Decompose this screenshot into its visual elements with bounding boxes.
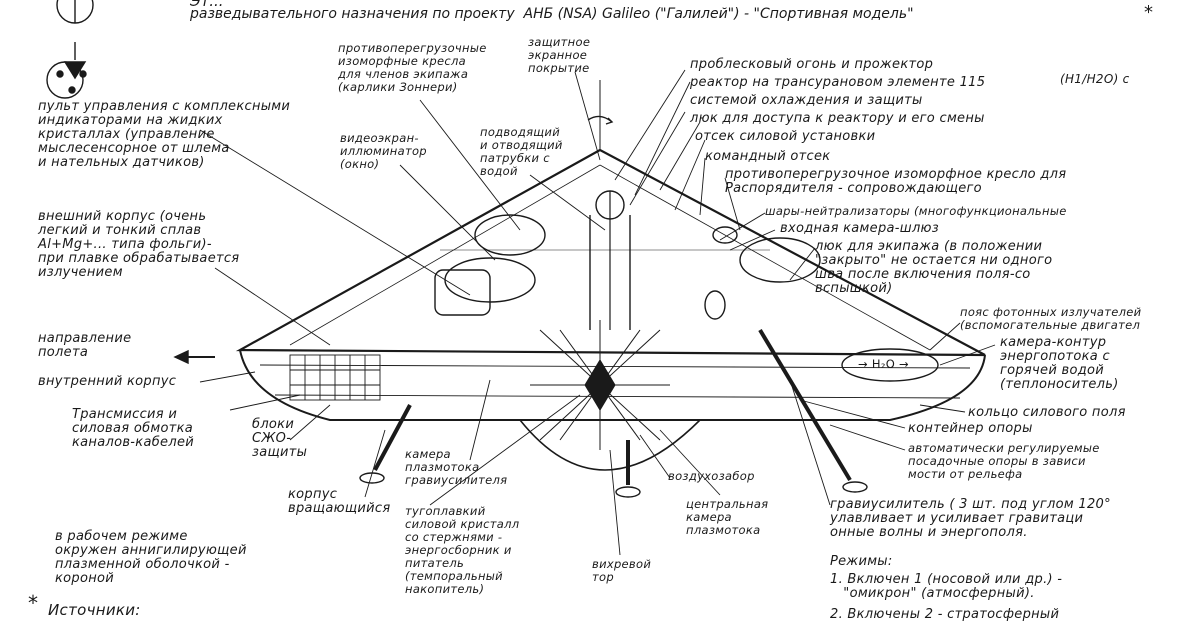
ufo-lower-disc <box>239 349 986 421</box>
header-line-2: разведывательного назначения по проекту … <box>190 6 914 22</box>
label-support-container: контейнер опоры <box>908 421 1033 436</box>
label-cooling: системой охлаждения и защиты <box>690 93 923 108</box>
label-strobe: проблесковый огонь и прожектор <box>690 57 934 72</box>
label-reactor-hatch: люк для доступа к реактору и его смены <box>690 111 985 126</box>
label-refractory-crystal: тугоплавкий силовой кристалл со стержням… <box>405 504 520 596</box>
flight-direction-arrow-icon <box>173 349 215 365</box>
label-power-compartment: отсек силовой установки <box>695 129 876 144</box>
ufo-bottom-dome <box>519 419 701 471</box>
label-h2o: → H₂O → <box>858 357 909 371</box>
label-sjo-blocks: блоки СЖО- защиты <box>252 417 308 460</box>
label-air-intake: воздухозабор <box>668 469 755 483</box>
label-inner-hull: внутренний корпус <box>38 374 177 389</box>
label-reactor: реактор на трансурановом элементе 115 <box>690 75 986 90</box>
label-central-plasma: центральная камера плазмотока <box>686 497 769 537</box>
landing-leg-right <box>758 328 868 493</box>
label-outer-hull: внешний корпус (очень легкий и тонкий сп… <box>38 209 240 280</box>
symbol-circle-icon <box>56 0 94 24</box>
leader-lines <box>199 69 996 556</box>
label-landing-supports: автоматически регулируемые посадочные оп… <box>908 441 1100 481</box>
label-crew-hatch: люк для экипажа (в положении "закрыто" н… <box>815 239 1053 296</box>
label-plasma-chamber: камера плазмотока гравиусилителя <box>405 447 508 487</box>
landing-leg-left <box>359 404 412 484</box>
label-sources-star: * <box>28 591 39 615</box>
symbol-triangle-dots-icon <box>46 42 87 99</box>
label-energy-chamber: камера-контур энергопотока с горячей вод… <box>1000 335 1119 392</box>
label-modes-title: Режимы: <box>830 554 893 569</box>
label-graviamp: гравиусилитель ( 3 шт. под углом 120° ул… <box>830 497 1111 540</box>
landing-leg-center <box>615 440 641 498</box>
label-annihilation: в рабочем режиме окружен аннигилирующей … <box>55 529 247 586</box>
ufo-outer-hull <box>235 148 986 357</box>
label-video-screen: видеоэкран- иллюминатор (окно) <box>340 131 427 171</box>
label-water-pipes: подводящий и отводящий патрубки с водой <box>480 125 563 178</box>
header-line-1: Эт... <box>190 0 224 10</box>
label-photon-belt: пояс фотонных излучателей (вспомогательн… <box>960 305 1142 332</box>
label-command: командный отсек <box>705 149 831 164</box>
label-mode-2: 2. Включены 2 - стратосферный <box>830 607 1060 622</box>
label-mode-1: 1. Включен 1 (носовой или др.) - "омикро… <box>830 572 1063 601</box>
label-sources: Источники: <box>48 601 141 619</box>
label-control-panel: пульт управления с комплексными индикато… <box>38 99 291 170</box>
label-flight-direction: направление полета <box>38 331 132 360</box>
header-asterisk: * <box>1144 2 1153 23</box>
label-rotating-hull: корпус вращающийся <box>288 487 391 516</box>
label-shield-coating: защитное экранное покрытие <box>528 35 591 75</box>
label-transmission: Трансмиссия и силовая обмотка каналов-ка… <box>72 407 194 450</box>
label-power-ring: кольцо силового поля <box>968 405 1126 420</box>
label-airlock: входная камера-шлюз <box>780 221 940 236</box>
crystal-starburst <box>530 320 670 450</box>
interior-components <box>434 214 939 382</box>
label-reactor-formula: (H1/H2O) с <box>1060 72 1130 86</box>
transmission-grid <box>289 354 381 401</box>
label-commander-seat: противоперегрузочное изоморфное кресло д… <box>725 167 1067 196</box>
central-column <box>587 80 631 330</box>
label-anti-g-seats: противоперегрузочные изоморфные кресла д… <box>338 41 487 94</box>
label-neutralizer: шары-нейтрализаторы (многофункциональные <box>765 204 1067 218</box>
label-vortex-torus: вихревой тор <box>592 557 652 584</box>
